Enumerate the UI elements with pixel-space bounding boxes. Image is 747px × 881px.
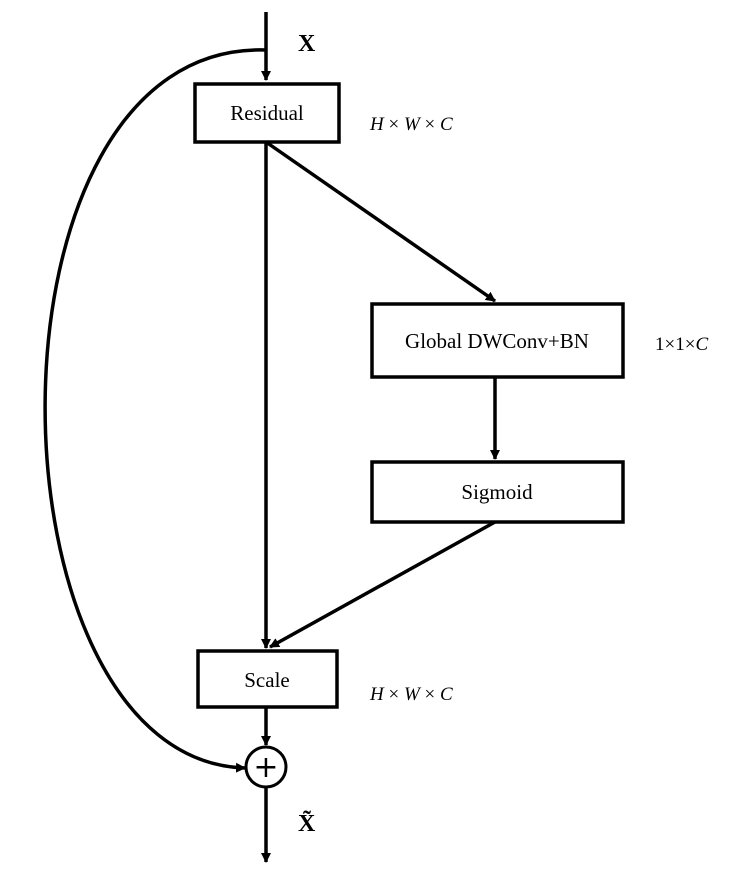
sigmoid-box bbox=[370, 460, 625, 524]
residual-dim-label: H × W × C bbox=[369, 114, 453, 135]
scale-dim-label: H × W × C bbox=[369, 684, 453, 705]
add-symbol: + bbox=[253, 750, 278, 785]
global-dwconv-box bbox=[370, 302, 625, 379]
scale-label: Scale bbox=[244, 668, 289, 692]
residual-label: Residual bbox=[230, 101, 304, 125]
sigmoid-label: Sigmoid bbox=[461, 480, 533, 504]
output-label: X̃ bbox=[298, 811, 316, 837]
global-dwconv-label: Global DWConv+BN bbox=[405, 329, 589, 353]
input-label: X bbox=[298, 31, 316, 57]
skip-connection-arrow bbox=[43, 48, 267, 773]
sigmoid-to-scale-arrow bbox=[269, 520, 496, 649]
global-dim-label: 1×1×C bbox=[655, 334, 708, 355]
residual-box bbox=[193, 82, 341, 144]
residual-to-global-arrow bbox=[265, 140, 496, 303]
